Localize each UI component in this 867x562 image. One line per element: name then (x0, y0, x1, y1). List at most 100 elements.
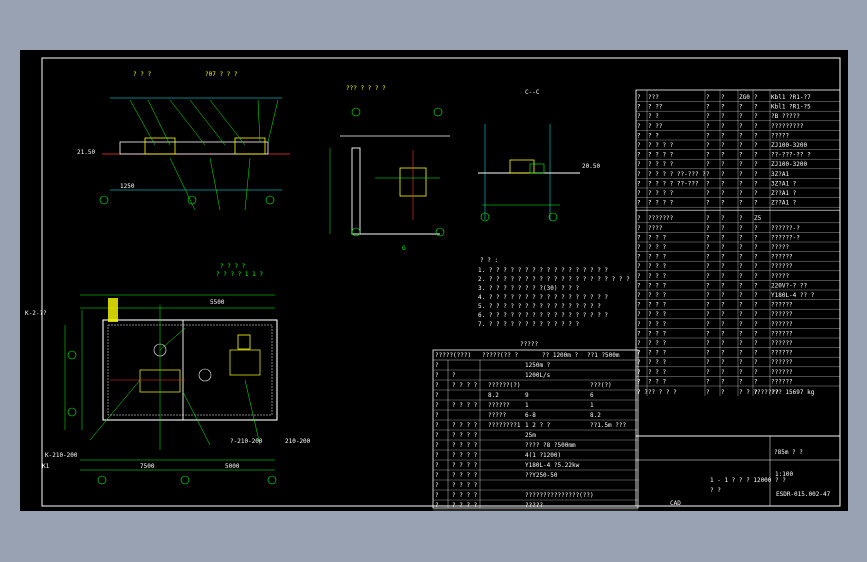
dim-1250: 1250 (120, 183, 135, 190)
spec-cell: 8.2 (590, 412, 601, 419)
parts-top-cell: ? (706, 190, 710, 197)
parts-lower-cell: ? (754, 302, 758, 309)
parts-lower-cell: ? (754, 311, 758, 318)
parts-lower-cell: ? (706, 321, 710, 328)
parts-lower-cell: ? (739, 330, 743, 337)
parts-lower-cell: ? (706, 263, 710, 270)
parts-lower-cell: ? (754, 263, 758, 270)
parts-lower-cell: ? ? ? (648, 234, 666, 241)
parts-lower-cell: ?????? (771, 350, 793, 357)
left-label-2: K1 (42, 463, 50, 470)
parts-top-cell: ? (721, 171, 725, 178)
parts-lower-cell: ? (721, 330, 725, 337)
parts-total-cell: ? (648, 389, 652, 396)
parts-lower-cell: ? (739, 350, 743, 357)
spec-cell: 1200L/s (525, 372, 551, 379)
parts-top-cell: ? ? (648, 132, 659, 139)
parts-lower-cell: Z5 (754, 215, 762, 222)
parts-lower-cell: ? (739, 302, 743, 309)
parts-top-cell: ? (739, 123, 743, 130)
note-line: 1. ? ? ? ? ? ? ? ? ? ? ? ? ? ? ? ? ? (478, 267, 608, 274)
parts-top-cell: ? (706, 142, 710, 149)
parts-lower-cell: ? (721, 234, 725, 241)
parts-total-cell: ? ? ? ? ? ? (637, 389, 677, 396)
parts-top-cell: ? (721, 152, 725, 159)
drawing-sheet: ? ? ? ?07 ? ? ? 21.50 1250 ??? ? ? ? ? (20, 50, 848, 511)
parts-top-cell: ? (739, 161, 743, 168)
spec-cell: ? (452, 372, 456, 379)
parts-lower-cell: ? (739, 340, 743, 347)
parts-lower-cell: ? (637, 254, 641, 261)
parts-lower-cell: ? (637, 292, 641, 299)
parts-lower-cell: ? (721, 263, 725, 270)
parts-lower-cell: ? (637, 340, 641, 347)
parts-lower-cell: ?????? (771, 311, 793, 318)
title-block-scale-b: 1:100 (775, 471, 793, 478)
parts-top-cell: ? (721, 180, 725, 187)
parts-lower-cell: ????? (771, 244, 789, 251)
spec-cell: ? (435, 482, 439, 489)
cad-drawing: ? ? ? ?07 ? ? ? 21.50 1250 ??? ? ? ? ? (25, 57, 841, 511)
parts-lower-cell: ? ? ? (648, 254, 666, 261)
parts-top-cell: ? (721, 142, 725, 149)
parts-lower-cell: ? (706, 234, 710, 241)
parts-lower-cell: ? (721, 254, 725, 261)
parts-top-cell: ? ? ? ? (648, 142, 674, 149)
parts-lower-cell: ? (754, 369, 758, 376)
parts-top-cell: ? (739, 113, 743, 120)
parts-lower-cell: ? (739, 225, 743, 232)
parts-lower-cell: ? (739, 282, 743, 289)
spec-cell: ?????? (488, 402, 510, 409)
parts-top-cell: ? (754, 161, 758, 168)
parts-lower-cell: ? (637, 330, 641, 337)
left-label-5: 210-200 (285, 438, 311, 445)
parts-lower-cell: ?????? (771, 330, 793, 337)
spec-cell: ? ? ? ? (452, 472, 478, 479)
spec-cell: ? (435, 412, 439, 419)
parts-top-cell: ? (754, 190, 758, 197)
parts-lower-cell: ? (637, 378, 641, 385)
parts-top-cell: ? (754, 200, 758, 207)
parts-lower-cell: ? (721, 244, 725, 251)
parts-top-cell: ? (637, 132, 641, 139)
parts-lower-cell: ? (637, 359, 641, 366)
parts-lower-cell: ? (706, 378, 710, 385)
parts-lower-cell: ? (637, 234, 641, 241)
spec-cell: ? ? ? ? (452, 492, 478, 499)
parts-top-cell: ? (637, 190, 641, 197)
left-label-4: ?-210-200 (230, 438, 263, 445)
parts-total-cell: ? (706, 389, 710, 396)
spec-cell: 1 (525, 402, 529, 409)
parts-total-cell: ??? 15697 kg (771, 389, 815, 396)
parts-lower-cell: ? (754, 254, 758, 261)
spec-cell: ? (435, 422, 439, 429)
parts-lower-cell: ? (706, 340, 710, 347)
parts-lower-cell: ? (721, 311, 725, 318)
parts-top-cell: ? (637, 104, 641, 111)
parts-lower-cell: ? (754, 350, 758, 357)
parts-top-cell: ? ? (648, 113, 659, 120)
notes-block: ? ? : 1. ? ? ? ? ? ? ? ? ? ? ? ? ? ? ? ?… (478, 257, 630, 328)
parts-top-cell: ? (754, 94, 758, 101)
parts-lower-cell: ? ? ? (648, 369, 666, 376)
spec-cell: ? ? ? ? (452, 432, 478, 439)
parts-top-cell: ? ? ? ? ??-??? (648, 180, 699, 187)
parts-top-cell: ZJ100-3200 (771, 161, 808, 168)
spec-cell: 1250m ? (525, 362, 551, 369)
parts-top-cell: ? ?? (648, 104, 663, 111)
parts-lower-cell: 220V?-? ?? (771, 282, 808, 289)
parts-lower-cell: ? (637, 282, 641, 289)
parts-lower-cell: ? (739, 254, 743, 261)
parts-lower-cell: ? (706, 302, 710, 309)
parts-lower-cell: ? (637, 321, 641, 328)
spec-header-cell: ?? 1200m ? (542, 352, 579, 359)
spec-cell: ? (435, 472, 439, 479)
parts-top-cell: ? (721, 132, 725, 139)
parts-top-cell: ? (739, 171, 743, 178)
parts-lower-cell: ? (706, 282, 710, 289)
parts-lower-cell: ? ? ? (648, 244, 666, 251)
parts-lower-cell: ? (754, 330, 758, 337)
spec-cell: 6-8 (525, 412, 536, 419)
parts-top-cell: ??? (648, 94, 659, 101)
title-block-scale-a: ? ? (710, 487, 721, 494)
